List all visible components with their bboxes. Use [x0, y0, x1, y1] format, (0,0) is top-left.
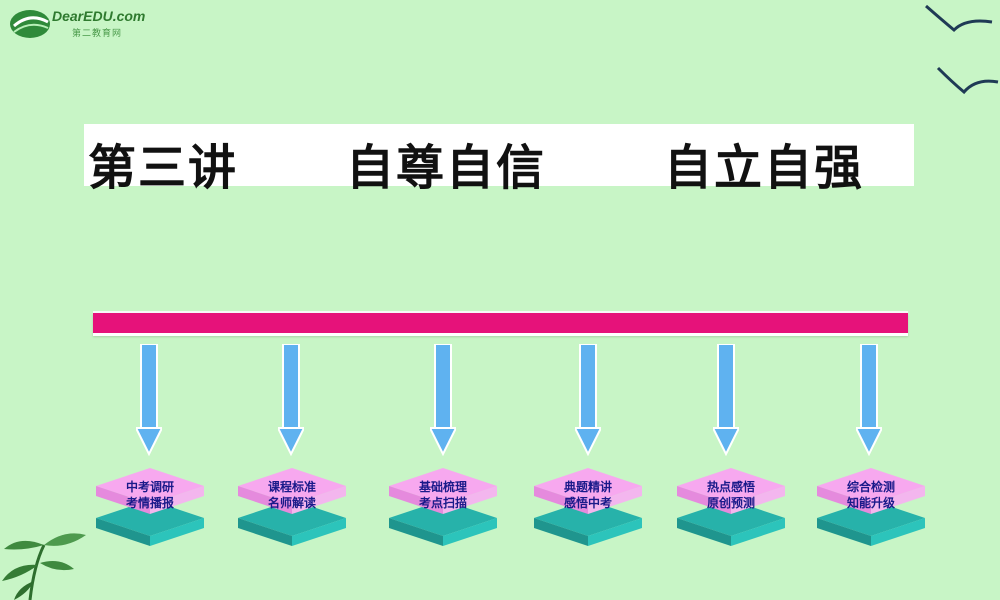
down-arrow-icon — [713, 344, 739, 456]
section-button-basics[interactable]: 基础梳理 考点扫描 — [387, 466, 499, 548]
node-label-line1: 热点感悟 — [706, 480, 755, 494]
node-label-line1: 综合检测 — [846, 480, 895, 494]
logo-icon — [10, 10, 50, 38]
node-shape — [534, 468, 642, 546]
node-label-line2: 感悟中考 — [563, 496, 612, 510]
node-label-line1: 基础梳理 — [418, 480, 467, 494]
node-shape — [677, 468, 785, 546]
logo-subtext: 第二教育网 — [72, 29, 123, 39]
node-shape — [389, 468, 497, 546]
node-label-line2: 知能升级 — [846, 496, 895, 510]
birds-icon — [925, 4, 999, 95]
down-arrow-icon — [575, 344, 601, 456]
section-button-hotspots[interactable]: 热点感悟 原创预测 — [675, 466, 787, 548]
section-button-standards[interactable]: 课程标准 名师解读 — [236, 466, 348, 548]
down-arrow-icon — [278, 344, 304, 456]
section-button-examples[interactable]: 典题精讲 感悟中考 — [532, 466, 644, 548]
node-label-line1: 典题精讲 — [563, 480, 612, 494]
down-arrow-icon — [856, 344, 882, 456]
node-shape — [96, 468, 204, 546]
section-button-survey[interactable]: 中考调研 考情播报 — [94, 466, 206, 548]
title-topic-1: 自尊自信 — [346, 140, 547, 196]
timeline-bar — [93, 311, 908, 333]
page-title: 第三讲 自尊自信 自立自强 — [84, 124, 914, 196]
title-lecture: 第三讲 — [88, 140, 239, 196]
down-arrow-icon — [136, 344, 162, 456]
down-arrow-icon — [430, 344, 456, 456]
node-label-line2: 原创预测 — [706, 496, 755, 510]
node-label-line2: 考情播报 — [125, 496, 174, 510]
node-shape — [238, 468, 346, 546]
node-shape — [817, 468, 925, 546]
node-label-line1: 中考调研 — [125, 480, 174, 494]
node-label-line1: 课程标准 — [267, 480, 316, 494]
plant-icon — [2, 533, 86, 600]
node-label-line2: 考点扫描 — [418, 496, 467, 510]
node-label-line2: 名师解读 — [267, 496, 316, 510]
logo-text: DearEDU.com — [52, 8, 146, 24]
title-topic-2: 自立自强 — [664, 140, 865, 196]
section-button-test[interactable]: 综合检测 知能升级 — [815, 466, 927, 548]
